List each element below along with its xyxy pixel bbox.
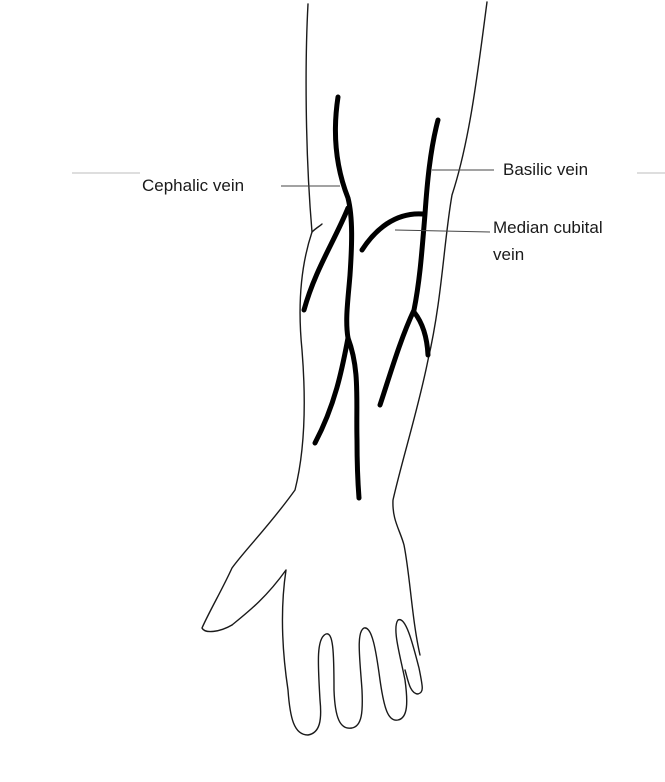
- basilic-vein-label: Basilic vein: [503, 160, 589, 179]
- median-vein-left-branch: [312, 335, 351, 446]
- median-cubital-vein-label-line1: Median cubital: [493, 218, 603, 237]
- arm-right-contour: [392, 1, 488, 656]
- basilic-vein-branch: [411, 309, 431, 358]
- median-vein-lower: [345, 335, 362, 501]
- median-cubital-vein-label-line2: vein: [493, 245, 525, 264]
- cephalic-vein-upper: [333, 94, 355, 341]
- basilic-vein: [377, 117, 441, 408]
- cephalic-vein-branch: [301, 205, 351, 313]
- hand-outline: [231, 569, 423, 736]
- arm-left-contour: [201, 3, 313, 633]
- elbow-crease: [311, 223, 323, 233]
- cephalic-vein-label: Cephalic vein: [142, 176, 245, 195]
- median-cubital-vein: [359, 211, 426, 253]
- median-cubital-leader-line: [394, 229, 491, 233]
